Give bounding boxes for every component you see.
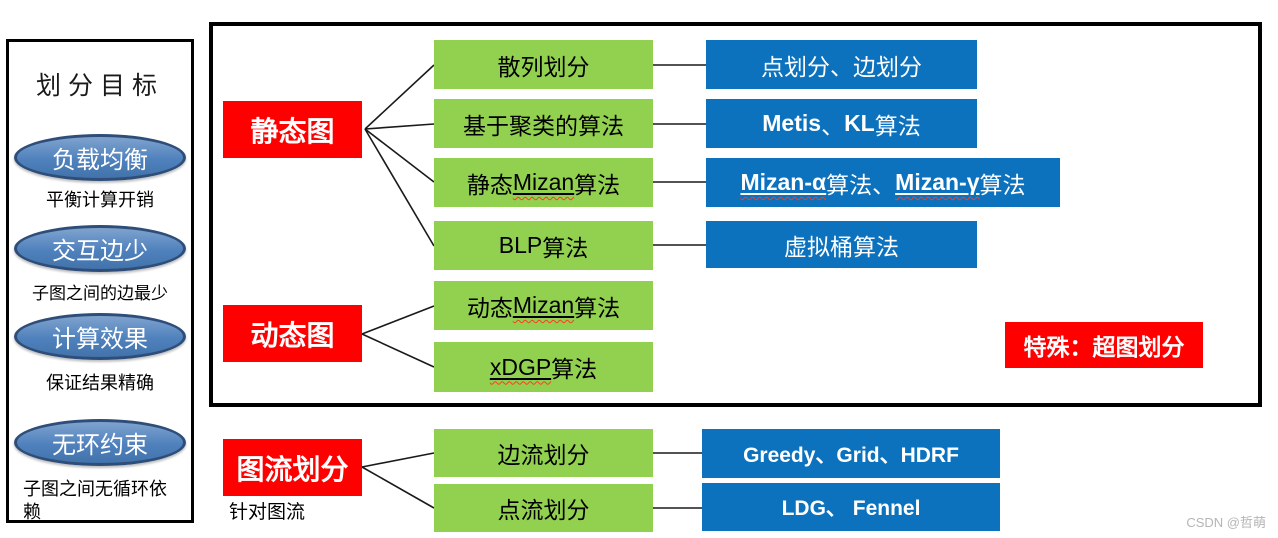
- goal-desc-few-edges: 子图之间的边最少: [32, 284, 168, 303]
- goal-ellipse-load-balance: 负载均衡: [14, 134, 186, 181]
- label-segment: 动态: [466, 295, 513, 321]
- example-greedy-grid-hdrf: Greedy、Grid、HDRF: [702, 429, 1000, 478]
- label-segment: 算法: [874, 113, 921, 139]
- goal-ellipse-compute-effect: 计算效果: [14, 313, 186, 360]
- method-edge-stream: 边流划分: [434, 429, 653, 477]
- category-static-graph: 静态图: [223, 101, 362, 158]
- label-segment: Mizan-γ: [895, 169, 979, 196]
- example-ldg-fennel: LDG、 Fennel: [702, 483, 1000, 531]
- method-hash-partition: 散列划分: [434, 40, 653, 89]
- label-segment: 算法: [542, 235, 589, 261]
- spellcheck-word: Mizan: [512, 292, 575, 318]
- label-segment: Metis: [762, 110, 822, 136]
- goal-label: 交互边少: [52, 239, 148, 265]
- goal-label: 负载均衡: [52, 148, 148, 174]
- main-frame: [209, 22, 1262, 407]
- category-graph-stream: 图流划分: [223, 439, 362, 496]
- spellcheck-word: xDGP: [489, 353, 552, 380]
- goal-label: 无环约束: [52, 433, 148, 459]
- example-virtual-bucket: 虚拟桶算法: [706, 221, 977, 268]
- label-segment: Mizan: [513, 292, 574, 319]
- goal-label: 计算效果: [52, 327, 148, 353]
- label-segment: BLP: [498, 232, 543, 258]
- goal-ellipse-acyclic: 无环约束: [14, 419, 186, 466]
- label-segment: 静态: [466, 172, 513, 198]
- spellcheck-word: Mizan-γ: [895, 169, 980, 195]
- spellcheck-word: Mizan-α: [740, 169, 827, 195]
- watermark: CSDN @哲萌: [1186, 515, 1266, 530]
- label-segment: 算法: [979, 172, 1026, 198]
- label-segment: xDGP: [490, 354, 551, 381]
- label-segment: KL: [844, 110, 875, 136]
- example-point-edge-partition: 点划分、边划分: [706, 40, 977, 89]
- label-segment: 算法、: [826, 172, 896, 198]
- label-segment: 算法: [574, 295, 621, 321]
- goal-desc-load-balance: 平衡计算开销: [46, 190, 154, 210]
- label-segment: 算法: [551, 357, 598, 382]
- label-segment: Mizan: [513, 169, 574, 196]
- spellcheck-word: Mizan: [512, 169, 575, 195]
- method-vertex-stream: 点流划分: [434, 484, 653, 532]
- panel-title: 划分目标: [35, 73, 164, 100]
- label-segment: 算法: [574, 172, 621, 198]
- method-clustering: 基于聚类的算法: [434, 99, 653, 148]
- label-segment: Mizan-α: [740, 169, 826, 196]
- goal-desc-compute-effect: 保证结果精确: [46, 373, 154, 393]
- goal-ellipse-few-edges: 交互边少: [14, 225, 186, 272]
- graph-stream-caption: 针对图流: [229, 502, 306, 523]
- goals-panel: 划分目标 负载均衡 平衡计算开销 交互边少 子图之间的边最少 计算效果 保证结果…: [6, 39, 194, 523]
- label-segment: 、: [821, 113, 845, 139]
- category-special-hypergraph: 特殊：超图划分: [1005, 322, 1203, 368]
- goal-desc-acyclic: 子图之间无循环依赖: [23, 479, 167, 522]
- category-dynamic-graph: 动态图: [223, 305, 362, 362]
